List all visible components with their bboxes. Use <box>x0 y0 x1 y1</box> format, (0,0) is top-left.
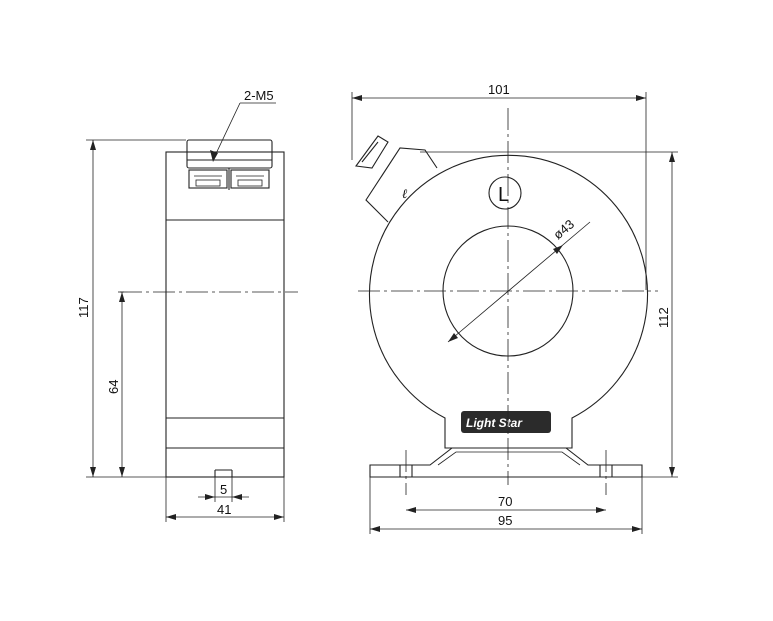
brand-plate <box>461 411 551 433</box>
front-body-outline <box>368 154 649 449</box>
slot-width-label: 5 <box>220 482 227 497</box>
terminal-L-label: L <box>498 184 509 206</box>
center-height-label: 64 <box>106 380 121 394</box>
screw-spec-label: 2-M5 <box>244 88 274 103</box>
side-view: 2-M5 117 64 5 41 <box>76 88 298 522</box>
total-height-label: 117 <box>76 297 91 318</box>
base-width-label: 95 <box>498 513 512 528</box>
terminal-block <box>186 139 273 190</box>
side-body-outline <box>165 151 285 478</box>
mount-hole-spacing-label: 70 <box>498 494 512 509</box>
overall-width-label: 101 <box>488 82 510 97</box>
body-height-label: 112 <box>656 307 671 328</box>
brand-label: Light Star <box>466 416 523 430</box>
front-view: ℓ L Light Star ø43 101 <box>351 82 678 534</box>
terminal-housing <box>365 147 438 223</box>
depth-label: 41 <box>217 502 231 517</box>
aperture-diameter-label: ø43 <box>550 216 577 242</box>
terminal-l-label: ℓ <box>402 187 408 202</box>
mounting-bracket <box>369 447 643 478</box>
terminal-L-circle <box>488 176 522 210</box>
